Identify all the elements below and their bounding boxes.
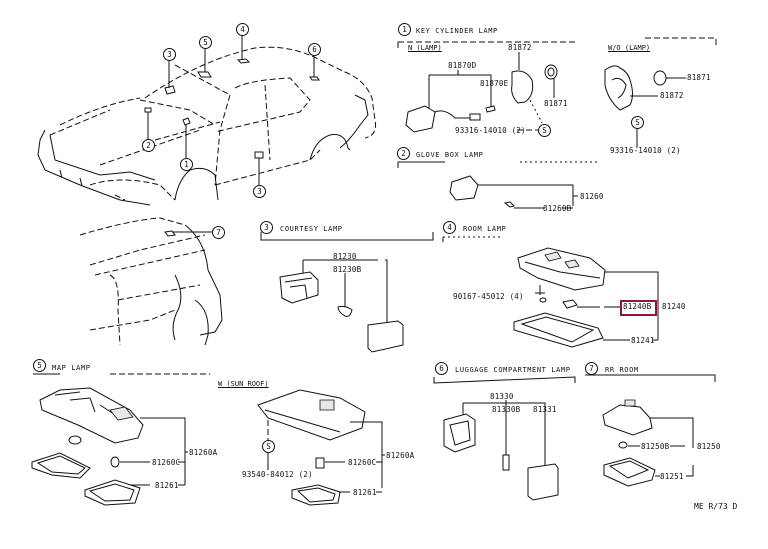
car-body-illustration — [37, 36, 376, 346]
part-label-81331[interactable]: 81331 — [533, 405, 557, 414]
part-label-81872[interactable]: 81872 — [508, 43, 532, 52]
diagram-reference-code: ME R/73 D — [694, 502, 738, 511]
part-label-81230B[interactable]: 81230B — [333, 265, 362, 274]
part-label-81251[interactable]: 81251 — [660, 472, 684, 481]
part-label-93540-84012[interactable]: 93540-84012 (2) — [242, 470, 313, 479]
callout-3-courtesy[interactable]: 3 — [163, 48, 176, 61]
part-label-81870D[interactable]: 81870D — [448, 61, 477, 70]
section-6-title: LUGGAGE COMPARTMENT LAMP — [455, 366, 571, 374]
s-marker-icon: S — [631, 116, 644, 129]
section-4-number: 4 — [443, 221, 456, 234]
section-3-number: 3 — [260, 221, 273, 234]
section-3-title: COURTESY LAMP — [280, 225, 343, 233]
s-marker-icon: S — [538, 124, 551, 137]
section-glove-box-lamp-drawing — [397, 161, 600, 209]
part-label-81260B[interactable]: 81260B — [543, 204, 572, 213]
callout-5-map[interactable]: 5 — [199, 36, 212, 49]
callout-3-courtesy-door[interactable]: 3 — [253, 185, 266, 198]
section-1-number: 1 — [398, 23, 411, 36]
part-label-81230[interactable]: 81230 — [333, 252, 357, 261]
part-label-81240[interactable]: 81240 — [662, 302, 686, 311]
section-2-number: 2 — [397, 147, 410, 160]
section-2-title: GLOVE BOX LAMP — [416, 151, 484, 159]
section-7-number: 7 — [585, 362, 598, 375]
part-label-81870E[interactable]: 81870E — [480, 79, 509, 88]
callout-7-rr-room[interactable]: 7 — [212, 226, 225, 239]
section-luggage-lamp-drawing — [433, 376, 576, 501]
section-4-title: ROOM LAMP — [463, 225, 507, 233]
part-label-81260A-sunroof[interactable]: 81260A — [386, 451, 415, 460]
part-label-81260A[interactable]: 81260A — [189, 448, 218, 457]
variant-wo-lamp-label: W/O (LAMP) — [608, 44, 651, 52]
part-label-81261[interactable]: 81261 — [155, 481, 179, 490]
callout-2-glove-box[interactable]: 2 — [142, 139, 155, 152]
section-room-lamp-drawing — [442, 236, 659, 348]
variant-w-sun-roof-label: W (SUN ROOF) — [218, 380, 269, 388]
section-5-title: MAP LAMP — [52, 364, 91, 372]
part-label-81261-sunroof[interactable]: 81261 — [353, 488, 377, 497]
variant-n-lamp-label: N (LAMP) — [408, 44, 442, 52]
section-courtesy-lamp-drawing — [260, 232, 434, 353]
callout-1-key-cylinder[interactable]: 1 — [180, 158, 193, 171]
part-label-81330B[interactable]: 81330B — [492, 405, 521, 414]
part-label-90167-45012[interactable]: 90167-45012 (4) — [453, 292, 524, 301]
part-label-93316-14010-wo[interactable]: 93316-14010 (2) — [610, 146, 681, 155]
part-label-81871[interactable]: 81871 — [544, 99, 568, 108]
part-label-81260C-sunroof[interactable]: 81260C — [348, 458, 377, 467]
part-label-81241[interactable]: 81241 — [631, 336, 655, 345]
part-label-81240B[interactable]: 81240B — [623, 302, 652, 311]
part-label-81260C[interactable]: 81260C — [152, 458, 181, 467]
section-7-title: RR ROOM — [605, 366, 639, 374]
section-key-cylinder-lamp-drawing — [397, 37, 717, 148]
section-rr-room-lamp-drawing — [585, 374, 716, 487]
part-label-93316-14010[interactable]: 93316-14010 (2) — [455, 126, 526, 135]
part-label-81250[interactable]: 81250 — [697, 442, 721, 451]
part-label-81872-wo[interactable]: 81872 — [660, 91, 684, 100]
callout-6-luggage[interactable]: 6 — [308, 43, 321, 56]
part-label-81250B[interactable]: 81250B — [641, 442, 670, 451]
part-label-81871-wo[interactable]: 81871 — [687, 73, 711, 82]
section-6-number: 6 — [435, 362, 448, 375]
section-map-lamp-drawing — [31, 373, 385, 506]
part-label-81260[interactable]: 81260 — [580, 192, 604, 201]
section-5-number: 5 — [33, 359, 46, 372]
part-label-81330[interactable]: 81330 — [490, 392, 514, 401]
s-marker-icon: S — [262, 440, 275, 453]
section-1-title: KEY CYLINDER LAMP — [416, 27, 498, 35]
callout-4-room[interactable]: 4 — [236, 23, 249, 36]
highlighted-part-box — [620, 300, 657, 316]
